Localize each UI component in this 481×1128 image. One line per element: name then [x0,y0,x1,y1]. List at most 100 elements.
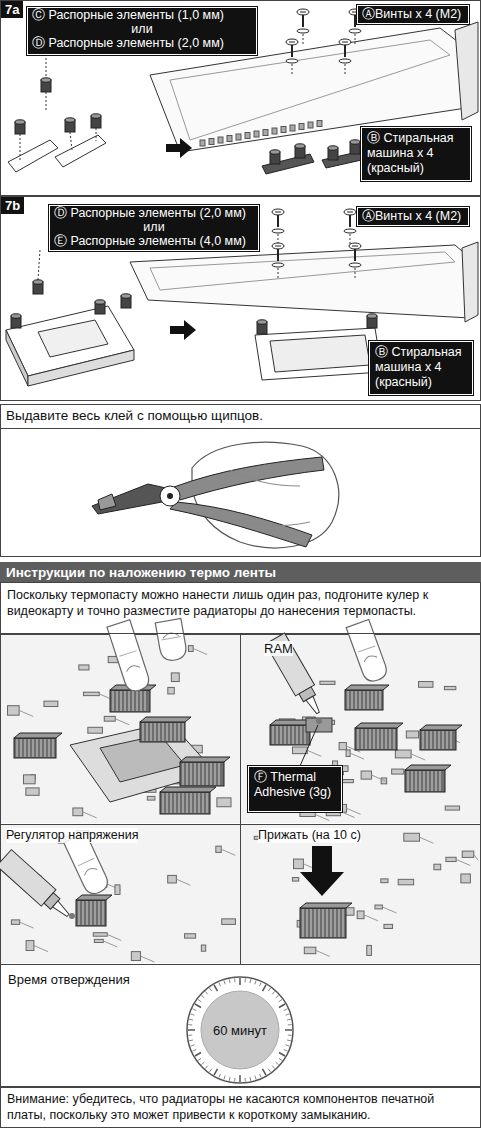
heatsink-fin [207,793,208,813]
callout-box: Ⓕ Thermal Adhesive (3g) [248,766,342,812]
leader-line [355,34,356,46]
pcb-component [201,945,205,951]
screw-symbol [272,209,284,215]
edge-connector [227,136,232,142]
pcb-trace [382,907,396,913]
heatsink-symbol [345,690,383,710]
heatsink-fin [273,726,274,744]
heatsink-fin [171,793,172,813]
heatsink-symbol [140,717,191,722]
clock-tick [209,988,211,991]
finger-outline [107,620,151,694]
panel-frame [241,825,481,965]
pcb-component [462,851,474,857]
step-number: 7a [1,1,23,18]
clock-tick [224,981,225,985]
leader-line [303,34,304,46]
spacer-symbol [270,150,280,154]
clock-tick [198,999,201,1001]
clock-tick [224,1076,225,1080]
clock-tick [245,978,246,982]
clock-tick [191,1014,195,1015]
clock-tick [214,1069,218,1075]
callout-text: ⒶВинты x 4 (M2) [358,6,468,23]
finger-outline [120,651,137,657]
heatsink-fin [315,909,316,937]
heatsink-symbol [420,725,462,730]
clock-tick [188,1035,192,1036]
warning-text: Внимание: убедитесь, что радиаторы не ка… [1,1088,480,1126]
pcb-component [84,692,100,695]
clock-tick [284,1050,288,1052]
edge-connector [218,137,223,143]
finger-outline [155,618,188,662]
heatsink-symbol [14,738,56,758]
heatsink-fin [129,691,130,711]
mount-bracket [462,242,478,322]
clock-tick [234,978,235,982]
heatsink-fin [366,729,367,749]
finger-outline [358,646,375,652]
heatsink-symbol [110,690,150,712]
pcb-trace [347,808,361,814]
callout-text: Ⓒ Распорные элементы (1,0 мм) [28,8,256,22]
heatsink-fin [159,723,160,741]
heatsink-fin [352,691,353,709]
pcb-component [222,919,236,925]
pcb-component [73,808,83,816]
callout-box: Ⓓ Распорные элементы (2,0 мм)илиⒺ Распор… [49,205,259,251]
time-circle [201,991,279,1069]
leader-line [70,132,72,150]
pcb-trace [103,941,117,947]
heatsink-fin [143,723,144,741]
pcb-component [357,911,364,919]
section-band: Инструкции по наложению термо ленты [0,562,481,583]
clock-tick [260,982,262,986]
pcb-component [131,952,140,961]
panel-frame [1,429,481,557]
edge-connector [317,121,322,127]
clock-tick [239,1075,241,1082]
heatsink-fin [435,731,436,749]
pcb-component [8,706,20,716]
heatsink-fin [343,909,344,937]
heatsink-fin [207,763,208,785]
heatsink-symbol [300,908,346,938]
leader-line [38,250,40,280]
callout-text: Ⓓ Распорные элементы (2,0 мм) [28,36,256,50]
heatsink-fin [145,691,146,711]
clock-tick [268,988,270,991]
pliers-pivot [160,486,180,506]
pcb-component [171,673,179,682]
pcb-component [461,874,471,883]
clock-tick [195,1004,201,1008]
spacer-symbol [65,118,75,122]
heatsink-fin [319,909,320,937]
heatsink-fin [372,691,373,709]
heatsink-fin [25,739,26,757]
heatsink-fin [439,731,440,749]
heatsink-fin [195,763,196,785]
edge-connector [290,125,295,131]
screw-symbol [354,14,356,27]
clock-tick [286,1014,290,1015]
spacer-symbol [11,314,21,318]
heatsink-fin [436,771,437,791]
pcb-trace [419,837,433,843]
panel-frame [1,965,481,1087]
edge-connector [245,133,250,139]
ram-chip [306,718,332,732]
pcb-trace [221,849,235,855]
heatsink-fin [121,691,122,711]
screw-symbol [349,243,361,249]
pcb-component [404,833,420,841]
pcb-component [384,924,393,928]
pcb-surface [241,825,480,963]
edge-connector [209,139,214,145]
leader-line [20,134,21,160]
clock-dial [187,977,293,1083]
heatsink-fin [155,723,156,741]
pcb-component [188,646,193,652]
finger-outline [78,858,94,866]
pcb-component [445,806,459,810]
